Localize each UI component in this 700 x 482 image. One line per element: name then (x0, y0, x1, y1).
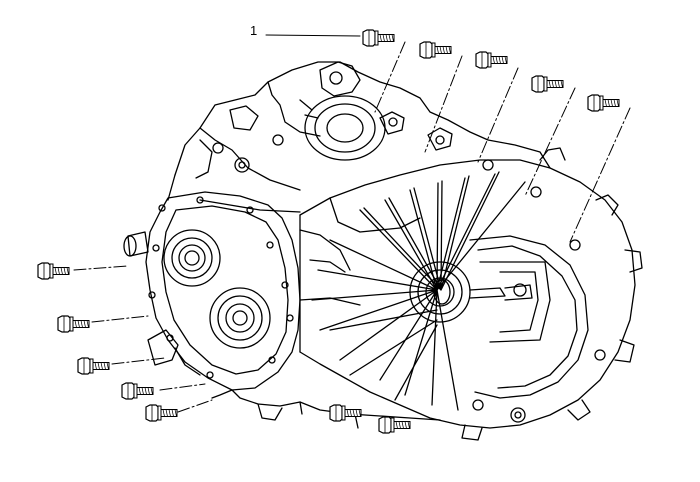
callout-leader (265, 34, 361, 37)
upper-bolts (362, 29, 620, 112)
bolt-icon (378, 416, 411, 434)
bolt-icon (419, 41, 452, 59)
bolt-icon (57, 315, 90, 333)
left-bolts (37, 262, 178, 422)
bolt-icon (121, 382, 154, 400)
callout-number: 1 (250, 23, 258, 38)
bolt-icon (475, 51, 508, 69)
bolt-icon (77, 357, 110, 375)
bolt-icon (37, 262, 70, 280)
leader-lines (73, 41, 631, 413)
upper-case (167, 61, 551, 213)
bolt-icon (531, 75, 564, 93)
bolt-icon (145, 404, 178, 422)
bolt-icon (362, 29, 395, 47)
bolt-icon (587, 94, 620, 112)
clutch-housing (299, 147, 643, 441)
end-cover (123, 191, 301, 391)
lower-bolts (329, 404, 411, 434)
